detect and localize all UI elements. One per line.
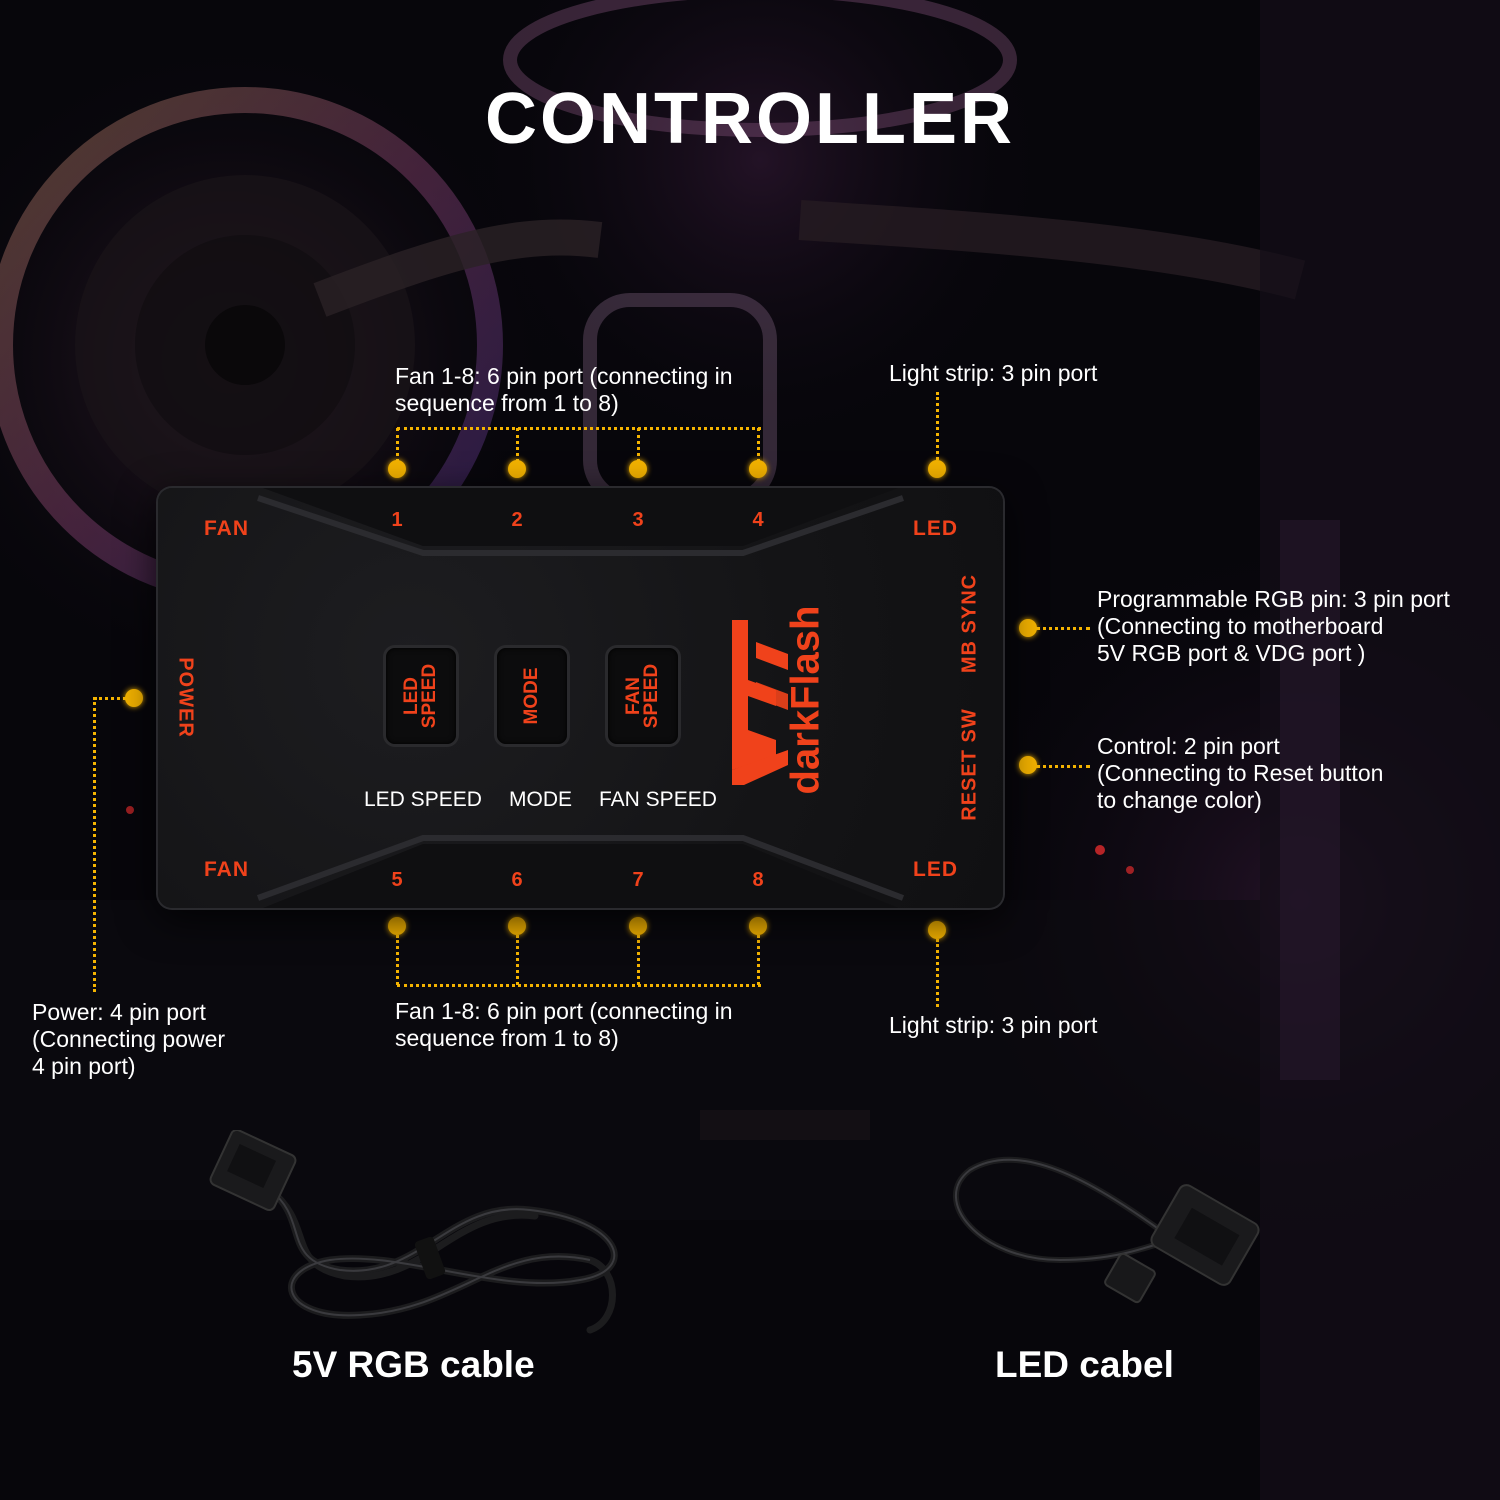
led-cable-icon (953, 1156, 1260, 1304)
led-label-top: LED (913, 517, 958, 540)
port-number: 6 (511, 869, 523, 891)
note-line: 4 pin port) (32, 1053, 136, 1079)
rgb-cable-icon (209, 1130, 618, 1334)
led-label-bottom: LED (913, 858, 958, 881)
note-light-top: Light strip: 3 pin port (889, 360, 1097, 387)
button-text-line: MODE (521, 667, 542, 725)
port-number: 1 (391, 509, 403, 531)
fan-label-top: FAN (204, 517, 249, 540)
leader-line (637, 935, 640, 985)
pointer-dot (388, 917, 406, 935)
pointer-dot (928, 460, 946, 478)
button-text-line: SPEED (419, 663, 440, 729)
note-mb-sync: Programmable RGB pin: 3 pin port (Connec… (1097, 586, 1450, 667)
leader-line (757, 428, 760, 462)
port-number: 8 (752, 869, 764, 891)
fan-label-bottom: FAN (204, 858, 249, 881)
power-port-label: POWER (174, 657, 197, 738)
leader-line (396, 428, 399, 462)
page-title: CONTROLLER (485, 79, 1015, 159)
note-line: Fan 1-8: 6 pin port (connecting in (395, 363, 733, 389)
button-text-line: SPEED (641, 663, 662, 729)
leader-line (637, 428, 640, 462)
leader-line-control (1036, 765, 1090, 768)
pointer-dot (629, 460, 647, 478)
note-line: Light strip: 3 pin port (889, 1012, 1098, 1038)
darkflash-logo-icon (732, 620, 788, 785)
note-line: Power: 4 pin port (32, 999, 206, 1025)
led-speed-button-text: LED SPEED (401, 663, 440, 729)
pointer-dot (1019, 756, 1037, 774)
hub-grooves (256, 488, 905, 908)
note-line: sequence from 1 to 8) (395, 390, 619, 416)
leader-line (757, 935, 760, 985)
note-line: 5V RGB port & VDG port ) (1097, 640, 1366, 666)
leader-line-fan-bottom (397, 984, 761, 987)
note-power: Power: 4 pin port (Connecting power 4 pi… (32, 999, 225, 1080)
fan-speed-button[interactable]: FAN SPEED (608, 648, 678, 744)
pointer-dot (388, 460, 406, 478)
note-line: to change color) (1097, 787, 1262, 813)
mb-sync-port-label: MB SYNC (958, 573, 981, 674)
mode-button-text: MODE (521, 667, 542, 725)
led-speed-button[interactable]: LED SPEED (386, 648, 456, 744)
leader-line (93, 697, 96, 992)
rgb-cable-label: 5V RGB cable (292, 1344, 535, 1385)
note-light-bottom: Light strip: 3 pin port (889, 1012, 1097, 1039)
leader-line-power (94, 697, 126, 700)
note-line: sequence from 1 to 8) (395, 1025, 619, 1051)
note-line: Control: 2 pin port (1097, 733, 1280, 759)
pointer-dot (928, 921, 946, 939)
led-speed-caption: LED SPEED (364, 788, 482, 811)
note-line: Programmable RGB pin: 3 pin port (1097, 586, 1450, 612)
port-number: 5 (391, 869, 403, 891)
note-line: (Connecting to Reset button (1097, 760, 1384, 786)
port-number: 3 (632, 509, 644, 531)
fan-speed-caption: FAN SPEED (599, 788, 717, 811)
leader-line-mb-sync (1036, 627, 1090, 630)
note-line: Fan 1-8: 6 pin port (connecting in (395, 998, 733, 1024)
leader-line-light-top (936, 392, 939, 460)
note-fan-top: Fan 1-8: 6 pin port (connecting in seque… (395, 363, 733, 417)
pointer-dot (749, 460, 767, 478)
mode-caption: MODE (509, 788, 572, 811)
note-control: Control: 2 pin port (Connecting to Reset… (1097, 733, 1383, 814)
leader-line (516, 428, 519, 462)
leader-line-fan-top (397, 427, 761, 430)
port-number: 2 (511, 509, 523, 531)
pointer-dot (749, 917, 767, 935)
pointer-dot (1019, 619, 1037, 637)
reset-sw-port-label: RESET SW (958, 708, 981, 821)
led-cable-label: LED cabel (995, 1344, 1174, 1385)
pointer-dot (629, 917, 647, 935)
mode-button[interactable]: MODE (497, 648, 567, 744)
port-number: 7 (632, 869, 644, 891)
note-line: (Connecting to motherboard (1097, 613, 1384, 639)
leader-line (396, 935, 399, 985)
pointer-dot (508, 460, 526, 478)
note-line: Light strip: 3 pin port (889, 360, 1098, 386)
fan-speed-button-text: FAN SPEED (623, 663, 662, 729)
controller-hub (158, 488, 1003, 908)
port-number: 4 (752, 509, 764, 531)
pointer-dot (508, 917, 526, 935)
leader-line (516, 935, 519, 985)
brand-name: darkFlash (783, 605, 828, 795)
leader-line-light-bottom (936, 939, 939, 1007)
pointer-dot (125, 689, 143, 707)
note-line: (Connecting power (32, 1026, 226, 1052)
note-fan-bottom: Fan 1-8: 6 pin port (connecting in seque… (395, 998, 733, 1052)
